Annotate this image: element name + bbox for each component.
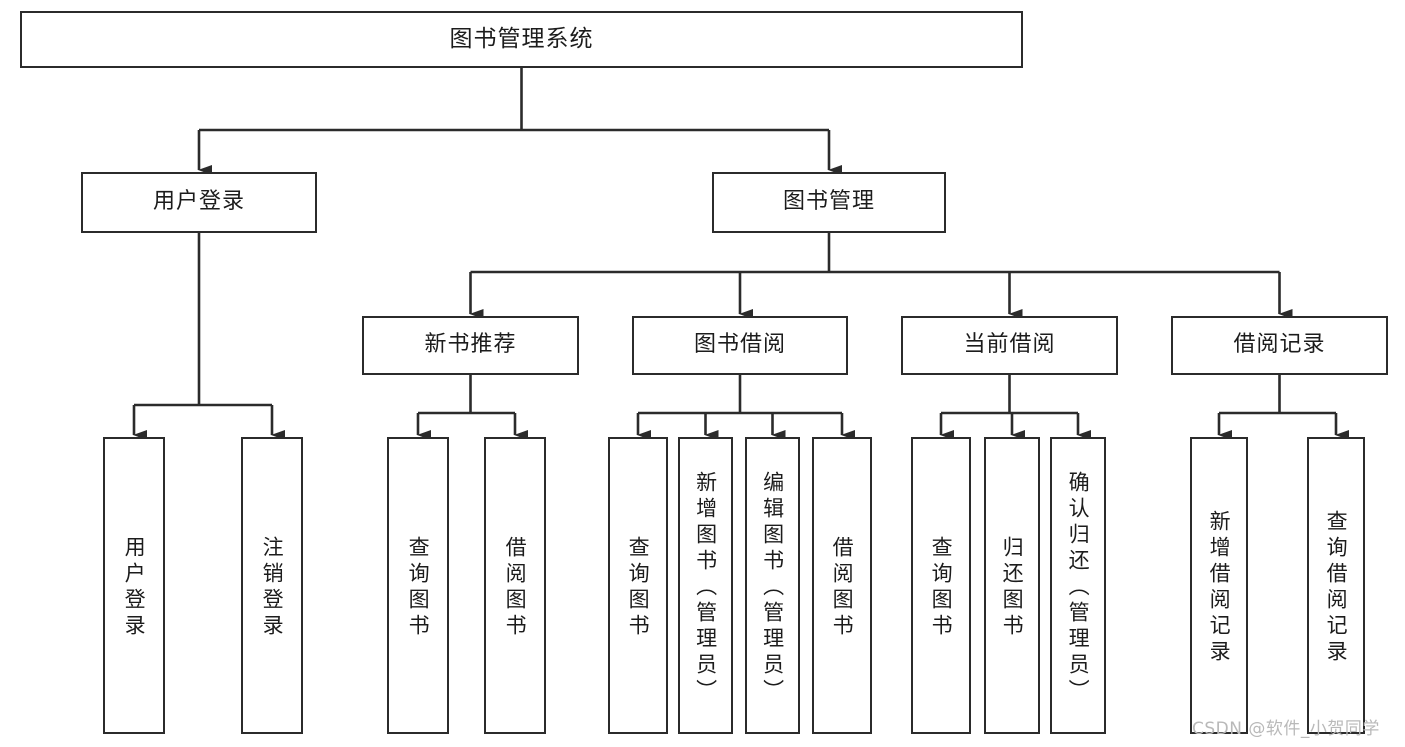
node-label: 归还图书 — [1000, 535, 1025, 640]
node-label: 查询图书 — [626, 535, 651, 640]
leaf-box-2[interactable]: 查询图书 — [387, 437, 449, 734]
node-label: 用户登录 — [152, 189, 245, 215]
node-label: 查询图书 — [406, 535, 431, 640]
leaf-box-6[interactable]: 编辑图书（管理员） — [745, 437, 800, 734]
csdn-watermark: CSDN @软件_小贺同学 — [1192, 719, 1380, 739]
node-label: 注销登录 — [260, 535, 285, 640]
node-label: 图书管理系统 — [449, 25, 594, 52]
level2-box-3[interactable]: 借阅记录 — [1171, 316, 1388, 375]
leaf-box-1[interactable]: 注销登录 — [241, 437, 303, 734]
level1-box-1[interactable]: 图书管理 — [712, 172, 946, 233]
node-label: 借阅图书 — [503, 535, 528, 640]
node-label: 图书借阅 — [693, 332, 786, 358]
node-label: 新增借阅记录 — [1207, 509, 1232, 666]
node-label: 确认归还（管理员） — [1066, 470, 1091, 705]
node-label: 新增图书（管理员） — [693, 470, 718, 705]
node-label: 查询借阅记录 — [1324, 509, 1349, 666]
level2-box-0[interactable]: 新书推荐 — [362, 316, 579, 375]
node-label: 查询图书 — [929, 535, 954, 640]
root-box-0[interactable]: 图书管理系统 — [20, 11, 1023, 68]
node-label: 图书管理 — [782, 189, 875, 215]
leaf-box-12[interactable]: 查询借阅记录 — [1307, 437, 1365, 734]
leaf-box-11[interactable]: 新增借阅记录 — [1190, 437, 1248, 734]
leaf-box-10[interactable]: 确认归还（管理员） — [1050, 437, 1106, 734]
leaf-box-8[interactable]: 查询图书 — [911, 437, 971, 734]
node-label: 编辑图书（管理员） — [760, 470, 785, 705]
leaf-box-5[interactable]: 新增图书（管理员） — [678, 437, 733, 734]
node-label: 用户登录 — [122, 535, 147, 640]
leaf-box-9[interactable]: 归还图书 — [984, 437, 1040, 734]
node-label: 借阅记录 — [1233, 332, 1326, 358]
leaf-box-7[interactable]: 借阅图书 — [812, 437, 872, 734]
level2-box-2[interactable]: 当前借阅 — [901, 316, 1118, 375]
node-label: 当前借阅 — [963, 332, 1056, 358]
level1-box-0[interactable]: 用户登录 — [81, 172, 317, 233]
leaf-box-4[interactable]: 查询图书 — [608, 437, 668, 734]
node-label: 新书推荐 — [424, 332, 517, 358]
leaf-box-3[interactable]: 借阅图书 — [484, 437, 546, 734]
leaf-box-0[interactable]: 用户登录 — [103, 437, 165, 734]
node-label: 借阅图书 — [830, 535, 855, 640]
level2-box-1[interactable]: 图书借阅 — [632, 316, 848, 375]
